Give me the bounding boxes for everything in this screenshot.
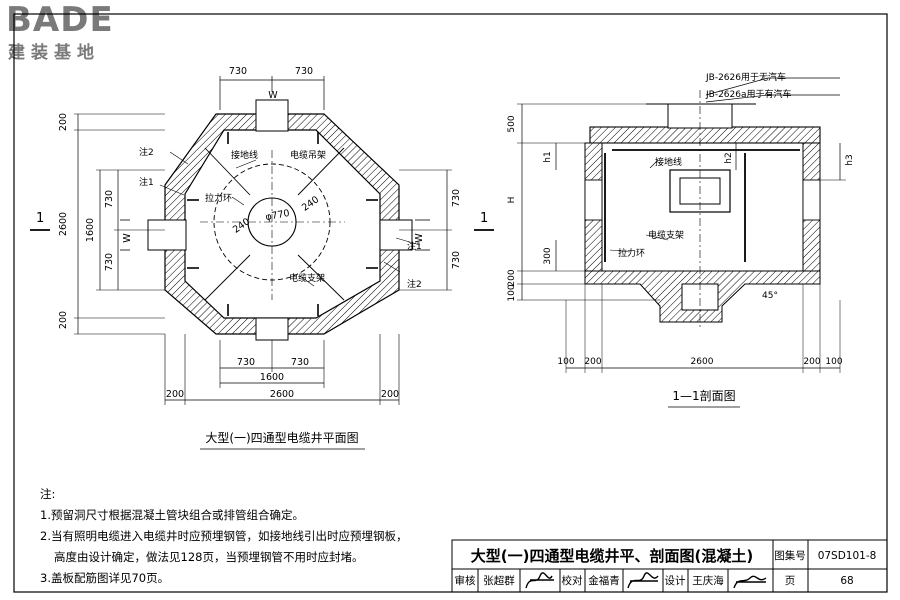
label-ground-wire: 接地线 xyxy=(231,149,258,161)
dim-text: φ770 xyxy=(265,208,291,223)
note-item: 1.预留洞尺寸根据混凝土管块组合或排管组合确定。 xyxy=(40,508,304,522)
dim-text: 2600 xyxy=(691,357,714,367)
dim-text: 730 xyxy=(451,251,462,269)
dim-text: W xyxy=(414,233,425,243)
dim-text: 300 xyxy=(543,247,553,264)
dim-text: 45° xyxy=(762,291,778,301)
dim-text: 730 xyxy=(237,357,255,368)
note-label: 注2 xyxy=(139,146,154,158)
title-block xyxy=(451,539,888,593)
dim-text: 100 xyxy=(557,357,574,367)
dim-text: H xyxy=(507,197,517,204)
dim-text: 200 xyxy=(58,113,69,131)
dim-text: 200 xyxy=(803,357,820,367)
note-item: 3.盖板配筋图详见70页。 xyxy=(40,571,170,585)
signature-marks xyxy=(525,572,767,589)
dim-text: h3 xyxy=(845,154,855,165)
plan-opening-right xyxy=(379,219,413,251)
check-label: 校对 xyxy=(562,574,583,587)
checker-name: 金福青 xyxy=(588,574,620,587)
notes-section: 注: 1.预留洞尺寸根据混凝土管块组合或排管组合确定。 2.当有照明电缆进入电缆… xyxy=(40,484,407,589)
dim-text: 200 xyxy=(58,311,69,329)
section-cover-slab xyxy=(589,126,821,144)
drawing-border xyxy=(13,13,888,593)
notes-heading: 注: xyxy=(40,487,56,501)
section-caption: 1—1剖面图 xyxy=(672,389,735,403)
designer-name: 王庆海 xyxy=(692,574,724,587)
page-label: 页 xyxy=(785,575,796,587)
dim-text: 240 xyxy=(231,216,252,235)
atlas-number: 07SD101-8 xyxy=(818,550,877,562)
plan-opening-left xyxy=(147,219,187,251)
dim-text: 500 xyxy=(507,115,517,132)
dim-text: 200 xyxy=(584,357,601,367)
section-mark: 1 xyxy=(36,211,44,226)
note-label: 注2 xyxy=(407,278,422,290)
plan-callout-texts: 注2 注1 注1 注2 接地线 电缆吊架 拉力环 电缆支架 xyxy=(139,146,422,290)
dim-text: 730 xyxy=(229,66,247,77)
brand-logo: BADE xyxy=(6,0,114,40)
callout-jb-2626a: JB-2626a用于有汽车 xyxy=(705,88,792,100)
dim-text: 100 xyxy=(825,357,842,367)
drawing-title: 大型(一)四通型电缆井平、剖面图(混凝土) xyxy=(471,547,753,565)
title-block-texts: 大型(一)四通型电缆井平、剖面图(混凝土) 图集号 07SD101-8 审核 张… xyxy=(455,547,877,587)
page-number: 68 xyxy=(840,575,853,587)
note-label: 注1 xyxy=(139,176,154,188)
label-pull-ring: 拉力环 xyxy=(618,247,645,259)
dim-text: h1 xyxy=(543,151,553,162)
dim-text: 730 xyxy=(451,189,462,207)
plan-octagon-wall xyxy=(164,113,400,335)
atlas-label: 图集号 xyxy=(774,549,806,562)
callout-jb-2626: JB-2626用于无汽车 xyxy=(705,71,786,83)
dim-text: W xyxy=(268,90,278,101)
dim-text: 730 xyxy=(104,190,115,208)
dim-text: W xyxy=(122,233,133,243)
dim-text: 1600 xyxy=(260,372,284,383)
note-label: 注1 xyxy=(407,240,422,252)
plan-dimension-texts: 730 730 W 200 2600 200 1600 730 730 W 73… xyxy=(58,66,462,400)
plan-section-marks: 1 1 xyxy=(36,211,488,226)
section-view xyxy=(517,77,846,373)
dim-text: 730 xyxy=(291,357,309,368)
brand-logo-subtitle: 建装基地 xyxy=(8,43,100,63)
label-cable-bracket: 电缆支架 xyxy=(648,229,684,241)
dim-text: 200 xyxy=(381,389,399,400)
plan-view xyxy=(30,76,494,405)
dim-text: h2 xyxy=(724,152,734,163)
dim-text: 100 xyxy=(507,284,517,301)
label-ground-wire: 接地线 xyxy=(655,156,682,168)
dim-text: 730 xyxy=(104,253,115,271)
label-pull-ring: 拉力环 xyxy=(205,192,232,204)
label-cable-hook: 电缆吊架 xyxy=(290,149,326,161)
dim-text: 240 xyxy=(300,194,321,213)
plan-opening-top xyxy=(255,99,289,132)
label-cable-bracket: 电缆支架 xyxy=(289,272,325,284)
section-mark: 1 xyxy=(480,211,488,226)
plan-opening-bottom xyxy=(255,317,289,341)
dim-text: 2600 xyxy=(270,389,294,400)
note-item: 2.当有照明电缆进入电缆井时应预埋钢管，如接地线引出时应预埋钢板， xyxy=(40,529,408,543)
review-label: 审核 xyxy=(455,574,476,587)
dim-text: 200 xyxy=(507,269,517,286)
note-item: 高度由设计确定，做法见128页，当预埋钢管不用时应封堵。 xyxy=(54,550,364,564)
reviewer-name: 张超群 xyxy=(483,574,515,587)
plan-caption: 大型(一)四通型电缆井平面图 xyxy=(205,431,358,445)
design-label: 设计 xyxy=(665,574,686,587)
section-texts: JB-2626用于无汽车 JB-2626a用于有汽车 500 h1 h2 h3 … xyxy=(507,71,855,367)
dim-text: 730 xyxy=(295,66,313,77)
dim-text: 2600 xyxy=(58,212,69,236)
dim-text: 1600 xyxy=(85,218,96,242)
dim-text: 200 xyxy=(166,389,184,400)
